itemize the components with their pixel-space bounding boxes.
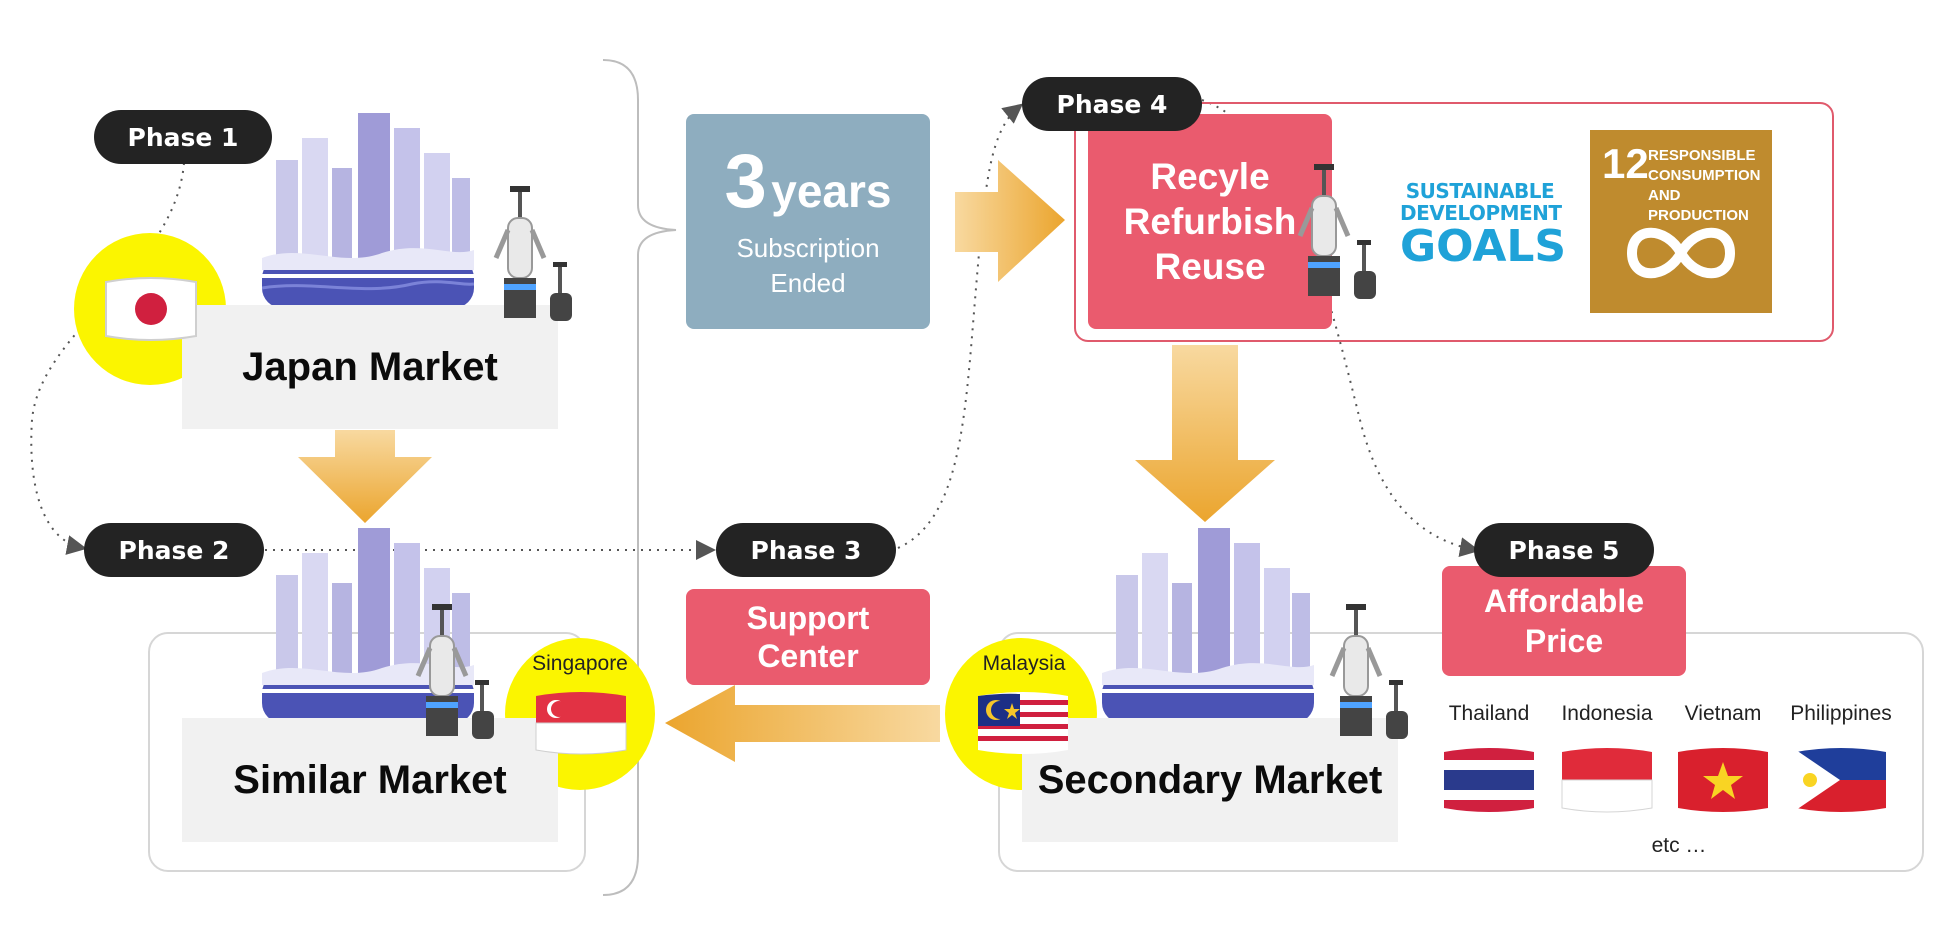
sdg-logo-line2: DEVELOPMENT — [1400, 201, 1562, 225]
recycle-line2: Refurbish — [1123, 201, 1297, 242]
indonesia-flag-icon — [1561, 748, 1653, 813]
arrow-right-subscription — [955, 160, 1065, 282]
thailand-flag-icon — [1444, 748, 1534, 812]
etc-label: etc … — [1651, 834, 1707, 857]
secondary-market-label: Secondary Market — [1022, 718, 1398, 842]
subscription-number: 3 — [724, 139, 767, 224]
city-illustration-japan — [262, 113, 474, 308]
sdg-logo-line3: GOALS — [1400, 221, 1567, 272]
robot-icon-recycle — [1297, 164, 1376, 299]
subscription-line2: Ended — [770, 268, 846, 298]
robot-icon-secondary — [1329, 604, 1408, 739]
philippines-flag-icon — [1796, 748, 1886, 812]
sdg-goal-line1: RESPONSIBLE — [1648, 147, 1756, 164]
vietnam-flag-icon — [1678, 748, 1768, 812]
support-center-box: Support Center — [686, 589, 930, 685]
sdg-goal-line2: CONSUMPTION — [1648, 167, 1761, 184]
philippines-label: Philippines — [1790, 702, 1892, 725]
malaysia-label: Malaysia — [982, 652, 1066, 675]
sdg-goal-number: 12 — [1602, 140, 1649, 187]
subscription-line1: Subscription — [736, 233, 880, 263]
japan-flag-icon — [105, 277, 197, 341]
vietnam-label: Vietnam — [1684, 702, 1762, 725]
sdg-logo: SUSTAINABLE DEVELOPMENT GOALS — [1400, 179, 1567, 272]
affordable-line2: Price — [1524, 623, 1604, 659]
robot-icon-similar — [415, 604, 494, 739]
sdg-logo-line1: SUSTAINABLE — [1405, 179, 1555, 203]
recycle-frame — [1074, 102, 1834, 342]
sdg-goal-12-tile: 12 RESPONSIBLE CONSUMPTION AND PRODUCTIO… — [1590, 130, 1772, 313]
curly-brace — [602, 59, 677, 896]
phase-1-pill: Phase 1 — [94, 110, 272, 164]
singapore-flag-icon — [535, 692, 627, 755]
subscription-box: 3 years Subscription Ended — [686, 114, 930, 329]
thailand-label: Thailand — [1448, 702, 1530, 725]
arrow-down-recycle — [1135, 345, 1275, 522]
indonesia-label: Indonesia — [1561, 702, 1653, 725]
affordable-price-box: Affordable Price — [1442, 566, 1686, 676]
phase-5-pill: Phase 5 — [1474, 523, 1654, 577]
support-line1: Support — [746, 600, 870, 636]
malaysia-flag-icon — [978, 692, 1068, 754]
phase-4-pill: Phase 4 — [1022, 77, 1202, 131]
robot-icon-japan — [493, 186, 572, 321]
infinity-icon — [1626, 227, 1736, 279]
similar-market-label: Similar Market — [182, 718, 558, 842]
phase-2-pill: Phase 2 — [84, 523, 264, 577]
recycle-box: Recyle Refurbish Reuse — [1088, 114, 1332, 329]
recycle-line1: Recyle — [1150, 156, 1270, 197]
japan-market-label: Japan Market — [182, 305, 558, 429]
singapore-label: Singapore — [532, 652, 628, 675]
recycle-line3: Reuse — [1154, 246, 1266, 287]
phase-3-pill: Phase 3 — [716, 523, 896, 577]
city-illustration-similar — [262, 528, 474, 723]
subscription-unit: years — [771, 165, 892, 217]
arrow-left-secondary — [665, 685, 940, 762]
arrow-down-japan — [298, 430, 432, 523]
city-illustration-secondary — [1102, 528, 1314, 723]
sdg-goal-line3: AND PRODUCTION — [1648, 187, 1749, 224]
affordable-line1: Affordable — [1484, 583, 1644, 619]
support-line2: Center — [757, 638, 859, 674]
